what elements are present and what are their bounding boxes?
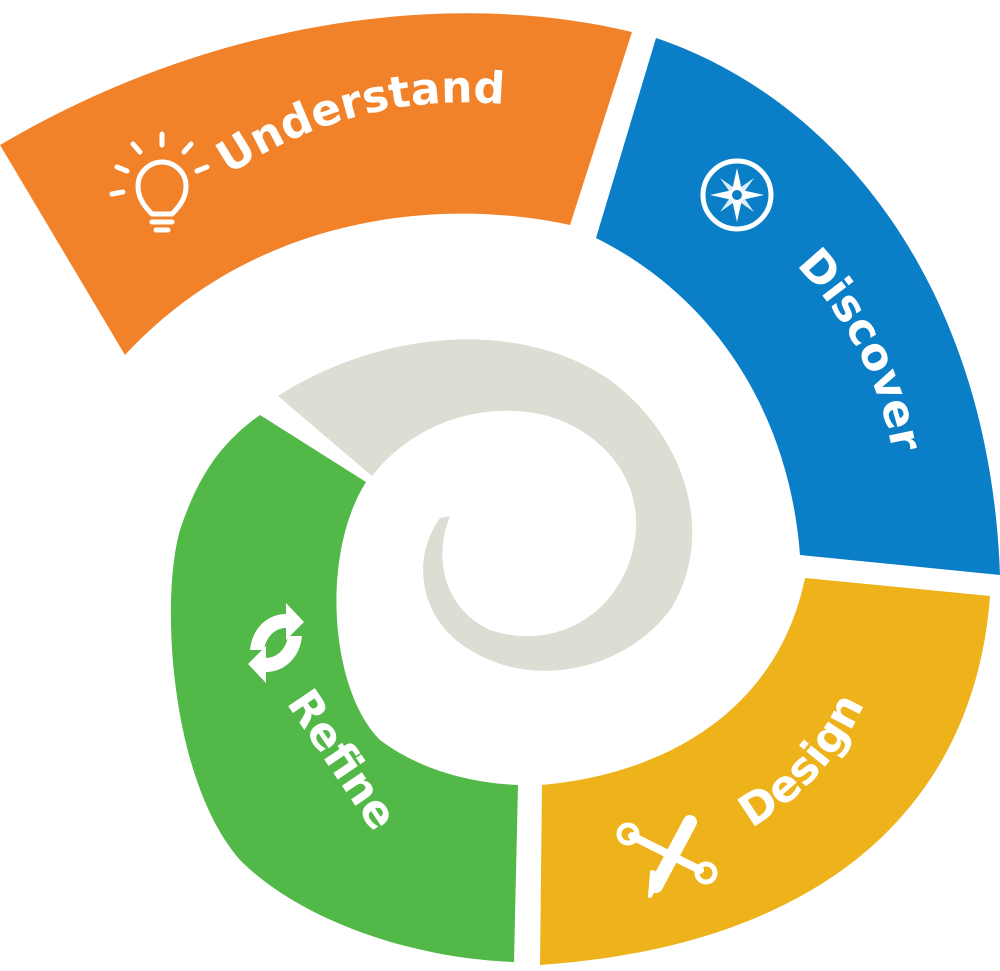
lightbulb-icon xyxy=(109,131,210,233)
compass-icon xyxy=(700,158,774,232)
segment-discover-band xyxy=(596,38,1000,575)
segment-refine: Refine xyxy=(170,415,518,962)
segment-refine-band xyxy=(170,415,518,962)
inner-spiral xyxy=(278,339,693,671)
segment-design-band xyxy=(540,578,990,965)
segment-discover: Discover xyxy=(596,38,1000,575)
pencil-wrench-icon xyxy=(616,815,718,898)
refresh-arrows-icon xyxy=(248,603,304,683)
segment-design: Design xyxy=(540,578,990,965)
segment-understand: Understand xyxy=(0,13,632,356)
segment-understand-band xyxy=(0,13,632,356)
